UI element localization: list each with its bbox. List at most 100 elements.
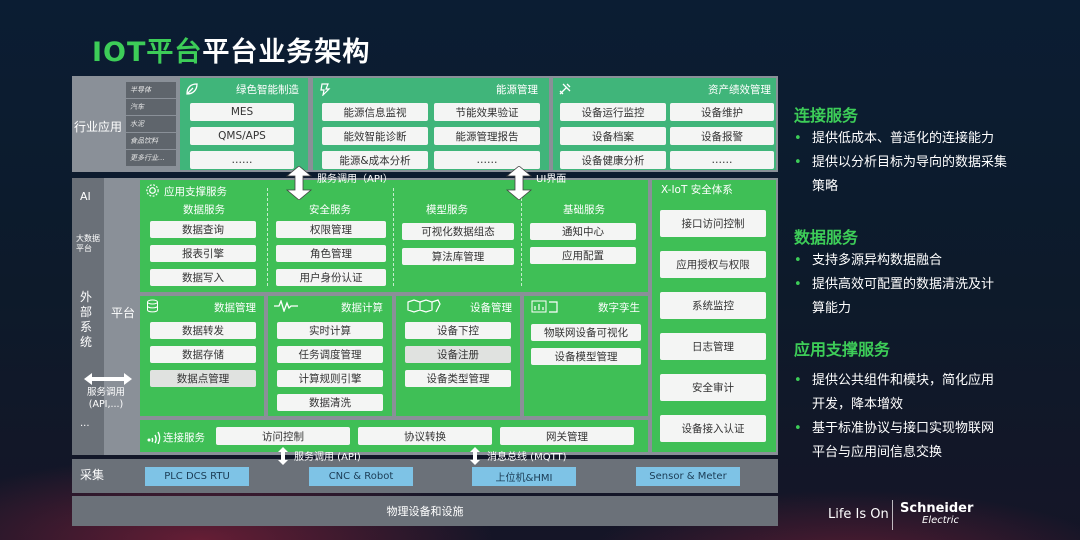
app-item[interactable]: QMS/APS [190,127,294,145]
bullet: •支持多源异构数据融合 [794,253,943,268]
mqtt-label: 消息总线 (MQTT) [487,452,567,463]
tools-icon [559,83,571,95]
bullet-text: 提供公共组件和模块，简化应用 开发，降本增效 [812,373,995,412]
brand-divider [892,500,893,530]
collect-item[interactable]: Sensor & Meter [636,467,740,486]
xiot-item[interactable]: 设备接入认证 [660,415,766,442]
title-part1: IOT平台 [92,37,203,68]
data-service-header: 数据服务 [183,204,225,216]
base-service-header: 基础服务 [563,204,605,216]
app-item[interactable]: 设备档案 [560,127,666,145]
app-item[interactable]: 设备报警 [670,127,774,145]
industry-label: 行业应用 [74,120,123,134]
app-item[interactable]: MES [190,103,294,121]
app-item[interactable]: 设备运行监控 [560,103,666,121]
ai-label: AI [80,190,91,203]
platform-label: 平台 [111,306,136,320]
app-item[interactable]: …… [190,151,294,169]
device-mgmt-header: 设备管理 [470,302,512,314]
twin-item[interactable]: 设备模型管理 [531,348,641,365]
data-calc-item[interactable]: 任务调度管理 [277,346,383,363]
app-item[interactable]: 能源管理报告 [434,127,540,145]
service-item[interactable]: 应用配置 [530,247,636,264]
lifeison-logo: Life Is On [828,507,889,522]
api-call-label: 服务调用（API） [317,174,393,185]
xiot-item[interactable]: 系统监控 [660,292,766,319]
sector-item: 半导体 [126,82,176,98]
bullet: •提供以分析目标为导向的数据采集 策略 [794,151,1007,199]
device-mgmt-item[interactable]: 设备类型管理 [405,370,511,387]
divider [393,188,394,286]
service-item[interactable]: 角色管理 [276,245,386,262]
leaf-icon [186,83,198,95]
data-mgmt-item[interactable]: 数据点管理 [150,370,256,387]
app-item[interactable]: …… [434,151,540,169]
cubes-icon [407,299,441,313]
sector-item: 食品饮料 [126,133,176,149]
service-item[interactable]: 数据查询 [150,221,256,238]
device-mgmt-item[interactable]: 设备下控 [405,322,511,339]
service-item[interactable]: 权限管理 [276,221,386,238]
brand-name: Schneider [900,501,974,516]
divider [267,188,268,286]
asset-header: 资产绩效管理 [708,84,771,96]
app-item[interactable]: 能源信息监视 [322,103,428,121]
data-mgmt-item[interactable]: 数据转发 [150,322,256,339]
xiot-item[interactable]: 接口访问控制 [660,210,766,237]
app-item[interactable]: 能源&成本分析 [322,151,428,169]
service-item[interactable]: 报表引擎 [150,245,256,262]
section-title: 数据服务 [794,228,859,247]
service-item[interactable]: 可视化数据组态 [402,223,514,240]
gear-icon [146,184,159,197]
sector-item: 水泥 [126,116,176,132]
double-arrow-icon [84,373,132,385]
device-mgmt-item[interactable]: 设备注册 [405,346,511,363]
connect-item[interactable]: 网关管理 [500,427,634,445]
external-column [72,178,104,455]
data-calc-item[interactable]: 计算规则引擎 [277,370,383,387]
collect-item[interactable]: CNC & Robot [309,467,413,486]
app-item[interactable]: 设备健康分析 [560,151,666,169]
service-item[interactable]: 算法库管理 [402,248,514,265]
xiot-item[interactable]: 日志管理 [660,333,766,360]
ui-label: UI界面 [536,174,567,185]
xiot-item[interactable]: 安全审计 [660,374,766,401]
schneider-logo: Schneider Electric [900,501,974,527]
service-item[interactable]: 数据写入 [150,269,256,286]
model-service-header: 模型服务 [426,204,468,216]
slide-title: IOT平台平台业务架构 [92,30,370,69]
connect-item[interactable]: 协议转换 [358,427,492,445]
service-item[interactable]: 用户身份认证 [276,269,386,286]
app-item[interactable]: 节能效果验证 [434,103,540,121]
signal-icon [147,431,161,444]
xiot-item[interactable]: 应用授权与权限 [660,251,766,278]
bullet-text: 支持多源异构数据融合 [812,253,943,268]
xiot-header: X-IoT 安全体系 [661,184,733,196]
app-item[interactable]: …… [670,151,774,169]
title-part2: 平台业务架构 [202,37,371,68]
updown-arrow-icon [505,166,533,200]
data-mgmt-header: 数据管理 [214,302,256,314]
collect-item[interactable]: PLC DCS RTU [145,467,249,486]
energy-icon [320,83,331,96]
connect-item[interactable]: 访问控制 [216,427,350,445]
data-calc-item[interactable]: 实时计算 [277,322,383,339]
green-manufacturing-header: 绿色智能制造 [236,84,299,96]
data-mgmt-item[interactable]: 数据存储 [150,346,256,363]
divider [521,188,522,286]
bullet-text: 提供以分析目标为导向的数据采集 策略 [812,155,1008,194]
data-calc-item[interactable]: 数据清洗 [277,394,383,411]
service-item[interactable]: 通知中心 [530,223,636,240]
service-call-label: 服务调用 (API,...) [86,387,125,410]
collect-item[interactable]: 上位机&HMI [472,467,576,486]
app-item[interactable]: 能效智能诊断 [322,127,428,145]
bullet: •提供高效可配置的数据清洗及计 算能力 [794,273,994,321]
sector-item: 更多行业... [126,150,176,166]
twin-item[interactable]: 物联网设备可视化 [531,324,641,341]
app-item[interactable]: 设备维护 [670,103,774,121]
external-systems-label: 外 部 系 统 [80,290,93,349]
bigdata-label: 大数据 平台 [76,234,100,253]
connect-header: 连接服务 [163,432,205,444]
waveform-icon [274,300,298,312]
digital-twin-header: 数字孪生 [598,302,640,314]
